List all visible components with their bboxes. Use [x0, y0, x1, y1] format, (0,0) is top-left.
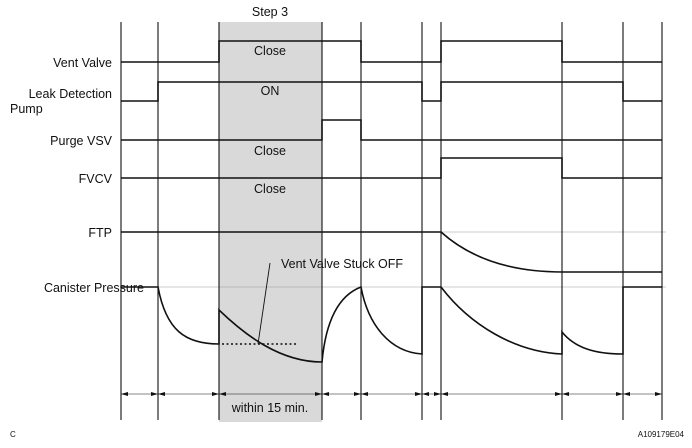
label-vent-valve: Vent Valve	[53, 56, 112, 70]
label-ftp: FTP	[88, 226, 112, 240]
label-leak-pump-line2: Pump	[10, 102, 43, 116]
ftp-trace	[121, 231, 662, 273]
label-purge-vsv: Purge VSV	[50, 134, 113, 148]
label-canister-pressure: Canister Pressure	[44, 281, 144, 295]
label-fvcv: FVCV	[79, 172, 113, 186]
state-pump-on: ON	[261, 84, 280, 98]
interval-dimension-arrows	[121, 392, 662, 396]
state-purge-close: Close	[254, 144, 286, 158]
leak-pump-trace	[121, 81, 662, 102]
label-leak-pump-line1: Leak Detection	[29, 87, 112, 101]
corner-letter: C	[10, 430, 16, 439]
interval-label: within 15 min.	[231, 401, 308, 415]
fvcv-trace	[121, 157, 662, 179]
figure-id: A109179E04	[638, 430, 685, 439]
state-vent-close: Close	[254, 44, 286, 58]
vent-valve-trace	[121, 40, 662, 63]
annotation-leader-line	[257, 262, 271, 345]
step3-shaded-region	[219, 22, 322, 422]
purge-vsv-trace	[121, 119, 662, 141]
annotation-vent-stuck-off: Vent Valve Stuck OFF	[281, 257, 403, 271]
step-label: Step 3	[252, 5, 288, 19]
canister-pressure-trace	[121, 285, 662, 363]
state-fvcv-close: Close	[254, 182, 286, 196]
